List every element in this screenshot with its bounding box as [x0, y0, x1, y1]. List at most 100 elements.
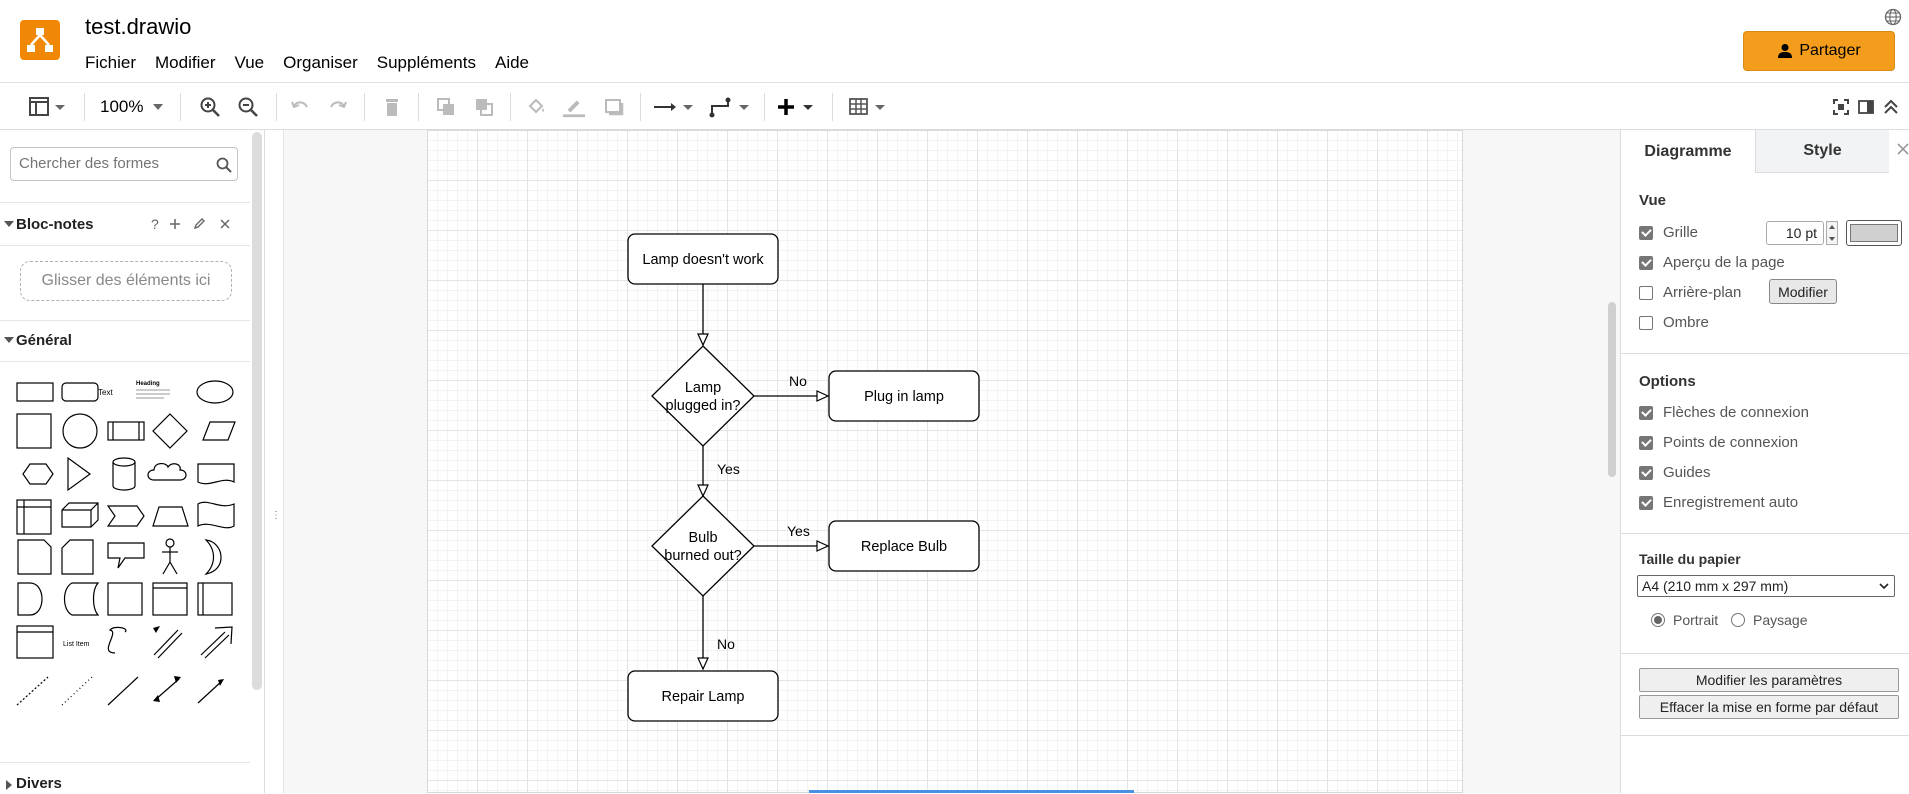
canvas-scrollbar[interactable]	[1608, 302, 1616, 477]
connection-arrows-checkbox[interactable]	[1639, 405, 1653, 420]
flowchart-diagram[interactable]: Lamp doesn't work Lamp plugged in? Plug …	[428, 131, 1464, 794]
shape-search-input[interactable]	[19, 155, 209, 172]
menu-view[interactable]: Vue	[234, 53, 265, 72]
toolbar-separator	[832, 93, 833, 121]
connection-style-button[interactable]	[652, 95, 696, 119]
waypoints-icon	[709, 97, 749, 118]
delete-button[interactable]	[380, 95, 404, 119]
shadow-checkbox[interactable]	[1639, 315, 1653, 330]
shape-triangle	[67, 456, 92, 492]
close-icon[interactable]	[219, 218, 231, 230]
to-front-button[interactable]	[434, 95, 458, 119]
shape-trapezoid	[152, 506, 189, 527]
zoom-level[interactable]: 100%	[100, 97, 144, 116]
chevron-down-icon[interactable]	[152, 103, 164, 111]
general-section-title[interactable]: Général	[16, 332, 72, 349]
zoom-out-button[interactable]	[236, 95, 260, 119]
grid-checkbox[interactable]	[1639, 225, 1653, 240]
document-title[interactable]: test.drawio	[85, 14, 192, 39]
grid-color-swatch[interactable]	[1846, 220, 1902, 246]
shape-search-box[interactable]	[10, 147, 238, 181]
redo-button[interactable]	[326, 95, 350, 119]
waypoints-button[interactable]	[708, 95, 752, 119]
panel-resize-handle[interactable]: ⋮	[271, 510, 281, 521]
collapse-triangle-icon[interactable]	[4, 337, 14, 343]
shape-list	[16, 625, 54, 659]
shape-cloud	[147, 463, 187, 481]
shape-process	[107, 421, 145, 441]
format-panel-icon	[1858, 100, 1874, 114]
tab-diagram[interactable]: Diagramme	[1621, 130, 1755, 173]
menu-extras[interactable]: Suppléments	[376, 53, 476, 72]
search-icon[interactable]	[216, 157, 232, 173]
view-format-button[interactable]	[28, 95, 68, 119]
background-option[interactable]: Arrière-plan	[1639, 284, 1741, 301]
share-button[interactable]: Partager	[1743, 31, 1895, 71]
diagram-page[interactable]: Lamp doesn't work Lamp plugged in? Plug …	[427, 130, 1463, 793]
grid-size-input[interactable]: 10 pt	[1766, 221, 1824, 245]
scratchpad-dropzone[interactable]: Glisser des éléments ici	[20, 261, 232, 301]
node-label: Replace Bulb	[861, 539, 947, 555]
help-icon[interactable]: ?	[151, 216, 159, 232]
expand-triangle-icon[interactable]	[6, 780, 12, 790]
collapse-triangle-icon[interactable]	[4, 221, 14, 227]
page-view-checkbox[interactable]	[1639, 255, 1653, 270]
node-label: plugged in?	[666, 398, 741, 414]
landscape-option[interactable]: Paysage	[1731, 612, 1807, 628]
fullscreen-button[interactable]	[1830, 95, 1852, 119]
tab-style[interactable]: Style	[1755, 130, 1889, 173]
grid-option[interactable]: Grille	[1639, 224, 1698, 241]
connection-points-option[interactable]: Points de connexion	[1639, 434, 1798, 451]
canvas-area[interactable]: Lamp doesn't work Lamp plugged in? Plug …	[283, 130, 1620, 793]
node-label: Lamp	[685, 380, 721, 396]
landscape-radio[interactable]	[1731, 613, 1745, 627]
shadow-button[interactable]	[602, 95, 626, 119]
format-panel-button[interactable]	[1855, 95, 1877, 119]
edit-pencil-icon[interactable]	[193, 217, 206, 230]
scratchpad-title[interactable]: Bloc-notes	[16, 216, 94, 233]
misc-section-title[interactable]: Divers	[16, 775, 62, 792]
background-checkbox[interactable]	[1639, 285, 1653, 300]
drawio-logo[interactable]	[20, 20, 60, 60]
table-icon	[849, 98, 885, 115]
node-lamp-doesnt-work	[627, 233, 779, 285]
to-back-icon	[476, 99, 493, 116]
edit-data-button[interactable]: Modifier les paramètres	[1639, 668, 1899, 692]
guides-option[interactable]: Guides	[1639, 464, 1711, 481]
background-modify-button[interactable]: Modifier	[1769, 279, 1837, 304]
menu-file[interactable]: Fichier	[85, 53, 137, 72]
table-button[interactable]	[848, 95, 892, 119]
plus-icon[interactable]	[169, 218, 181, 230]
paper-size-title: Taille du papier	[1639, 551, 1741, 567]
clear-default-style-button[interactable]: Effacer la mise en forme par défaut	[1639, 695, 1899, 719]
portrait-option[interactable]: Portrait	[1651, 612, 1718, 628]
paper-size-select[interactable]: A4 (210 mm x 297 mm)	[1637, 575, 1895, 597]
node-label: Plug in lamp	[864, 389, 944, 405]
collapse-toolbar-button[interactable]	[1880, 95, 1902, 119]
insert-button[interactable]	[776, 95, 820, 119]
connection-arrows-option[interactable]: Flèches de connexion	[1639, 404, 1809, 421]
autosave-option[interactable]: Enregistrement auto	[1639, 494, 1798, 511]
fill-color-button[interactable]	[524, 95, 548, 119]
insert-icon	[778, 99, 813, 115]
line-color-button[interactable]	[562, 95, 586, 119]
shadow-option[interactable]: Ombre	[1639, 314, 1709, 331]
menu-arrange[interactable]: Organiser	[283, 53, 358, 72]
menu-help[interactable]: Aide	[494, 53, 530, 72]
sidebar-scrollbar[interactable]	[252, 132, 262, 690]
page-view-option[interactable]: Aperçu de la page	[1639, 254, 1785, 271]
portrait-radio[interactable]	[1651, 613, 1665, 627]
globe-icon[interactable]	[1884, 8, 1902, 26]
menu-edit[interactable]: Modifier	[155, 53, 216, 72]
zoom-in-button[interactable]	[198, 95, 222, 119]
undo-button[interactable]	[288, 95, 312, 119]
to-back-button[interactable]	[472, 95, 496, 119]
close-panel-icon[interactable]	[1897, 142, 1909, 156]
collapse-icon	[1884, 99, 1898, 114]
connection-points-checkbox[interactable]	[1639, 435, 1653, 450]
redo-icon	[330, 101, 347, 109]
shape-list-item: List Item	[63, 641, 90, 648]
spinner-arrows-icon[interactable]	[1826, 221, 1838, 245]
guides-checkbox[interactable]	[1639, 465, 1653, 480]
autosave-checkbox[interactable]	[1639, 495, 1653, 510]
